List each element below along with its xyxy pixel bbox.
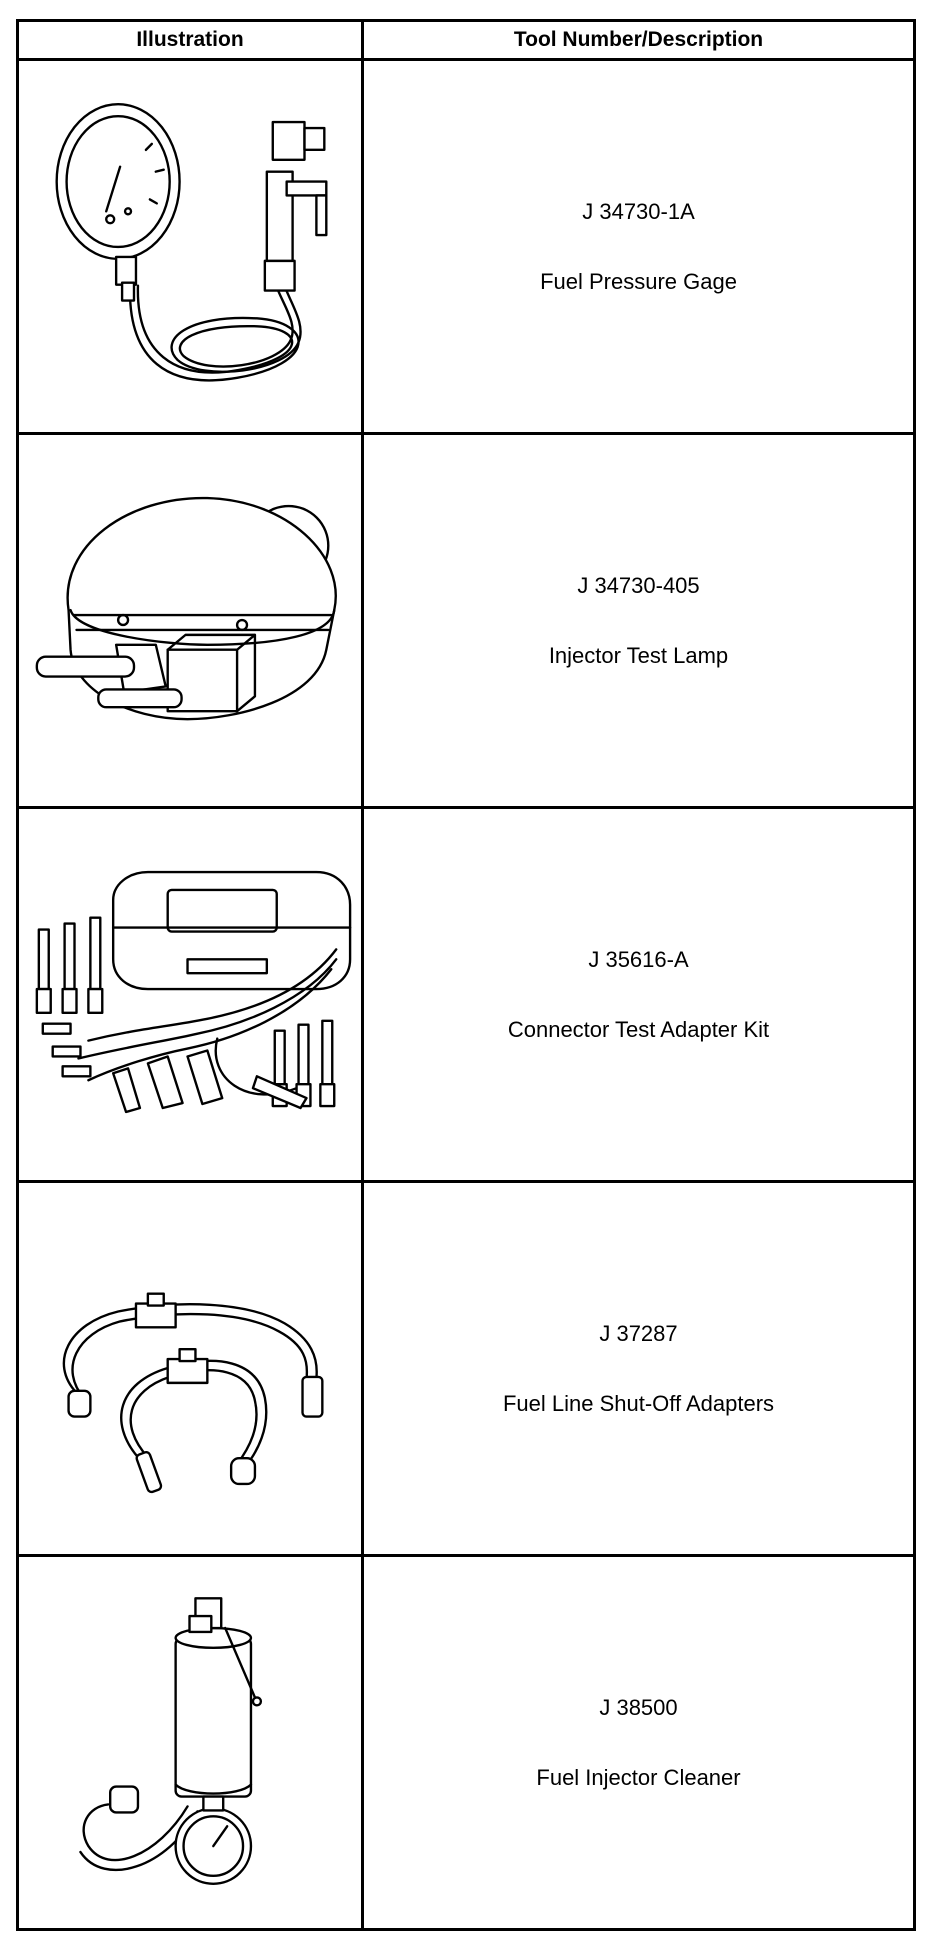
tool-name: Fuel Pressure Gage xyxy=(540,268,737,294)
tool-description-cell: J 34730-1A Fuel Pressure Gage xyxy=(361,58,916,435)
fuel-injector-cleaner-icon xyxy=(79,1597,263,1885)
tool-name: Injector Test Lamp xyxy=(548,642,729,668)
tool-name: Fuel Injector Cleaner xyxy=(536,1764,741,1790)
header-tool-number-description: Tool Number/Description xyxy=(361,19,916,61)
table-row: J 35616-A Connector Test Adapter Kit xyxy=(16,806,916,1183)
tool-name: Fuel Line Shut-Off Adapters xyxy=(502,1390,775,1416)
illustration-cell xyxy=(16,1180,364,1557)
illustration-cell xyxy=(16,432,364,809)
tool-number: J 35616-A xyxy=(588,946,689,972)
tool-description-cell: J 37287 Fuel Line Shut-Off Adapters xyxy=(361,1180,916,1557)
illustration-cell xyxy=(16,58,364,435)
fuel-pressure-gage-icon xyxy=(55,103,328,382)
tool-number: J 34730-1A xyxy=(582,198,695,224)
fuel-line-shutoff-adapters-icon xyxy=(62,1292,324,1494)
connector-test-adapter-kit-icon xyxy=(35,870,352,1114)
tool-description-cell: J 35616-A Connector Test Adapter Kit xyxy=(361,806,916,1183)
table-row: J 38500 Fuel Injector Cleaner xyxy=(16,1554,916,1931)
table-header-row: Illustration Tool Number/Description xyxy=(16,19,916,61)
tool-name: Connector Test Adapter Kit xyxy=(507,1016,770,1042)
injector-test-lamp-icon xyxy=(35,496,337,721)
table-row: J 37287 Fuel Line Shut-Off Adapters xyxy=(16,1180,916,1557)
tool-number: J 34730-405 xyxy=(577,572,700,598)
table-row: J 34730-1A Fuel Pressure Gage xyxy=(16,58,916,435)
tool-description-cell: J 38500 Fuel Injector Cleaner xyxy=(361,1554,916,1931)
illustration-cell xyxy=(16,1554,364,1931)
tool-table: Illustration Tool Number/Description xyxy=(16,19,916,1931)
table-row: J 34730-405 Injector Test Lamp xyxy=(16,432,916,809)
tool-number: J 38500 xyxy=(599,1694,678,1720)
header-illustration: Illustration xyxy=(16,19,364,61)
tool-description-cell: J 34730-405 Injector Test Lamp xyxy=(361,432,916,809)
illustration-cell xyxy=(16,806,364,1183)
tool-number: J 37287 xyxy=(599,1320,678,1346)
